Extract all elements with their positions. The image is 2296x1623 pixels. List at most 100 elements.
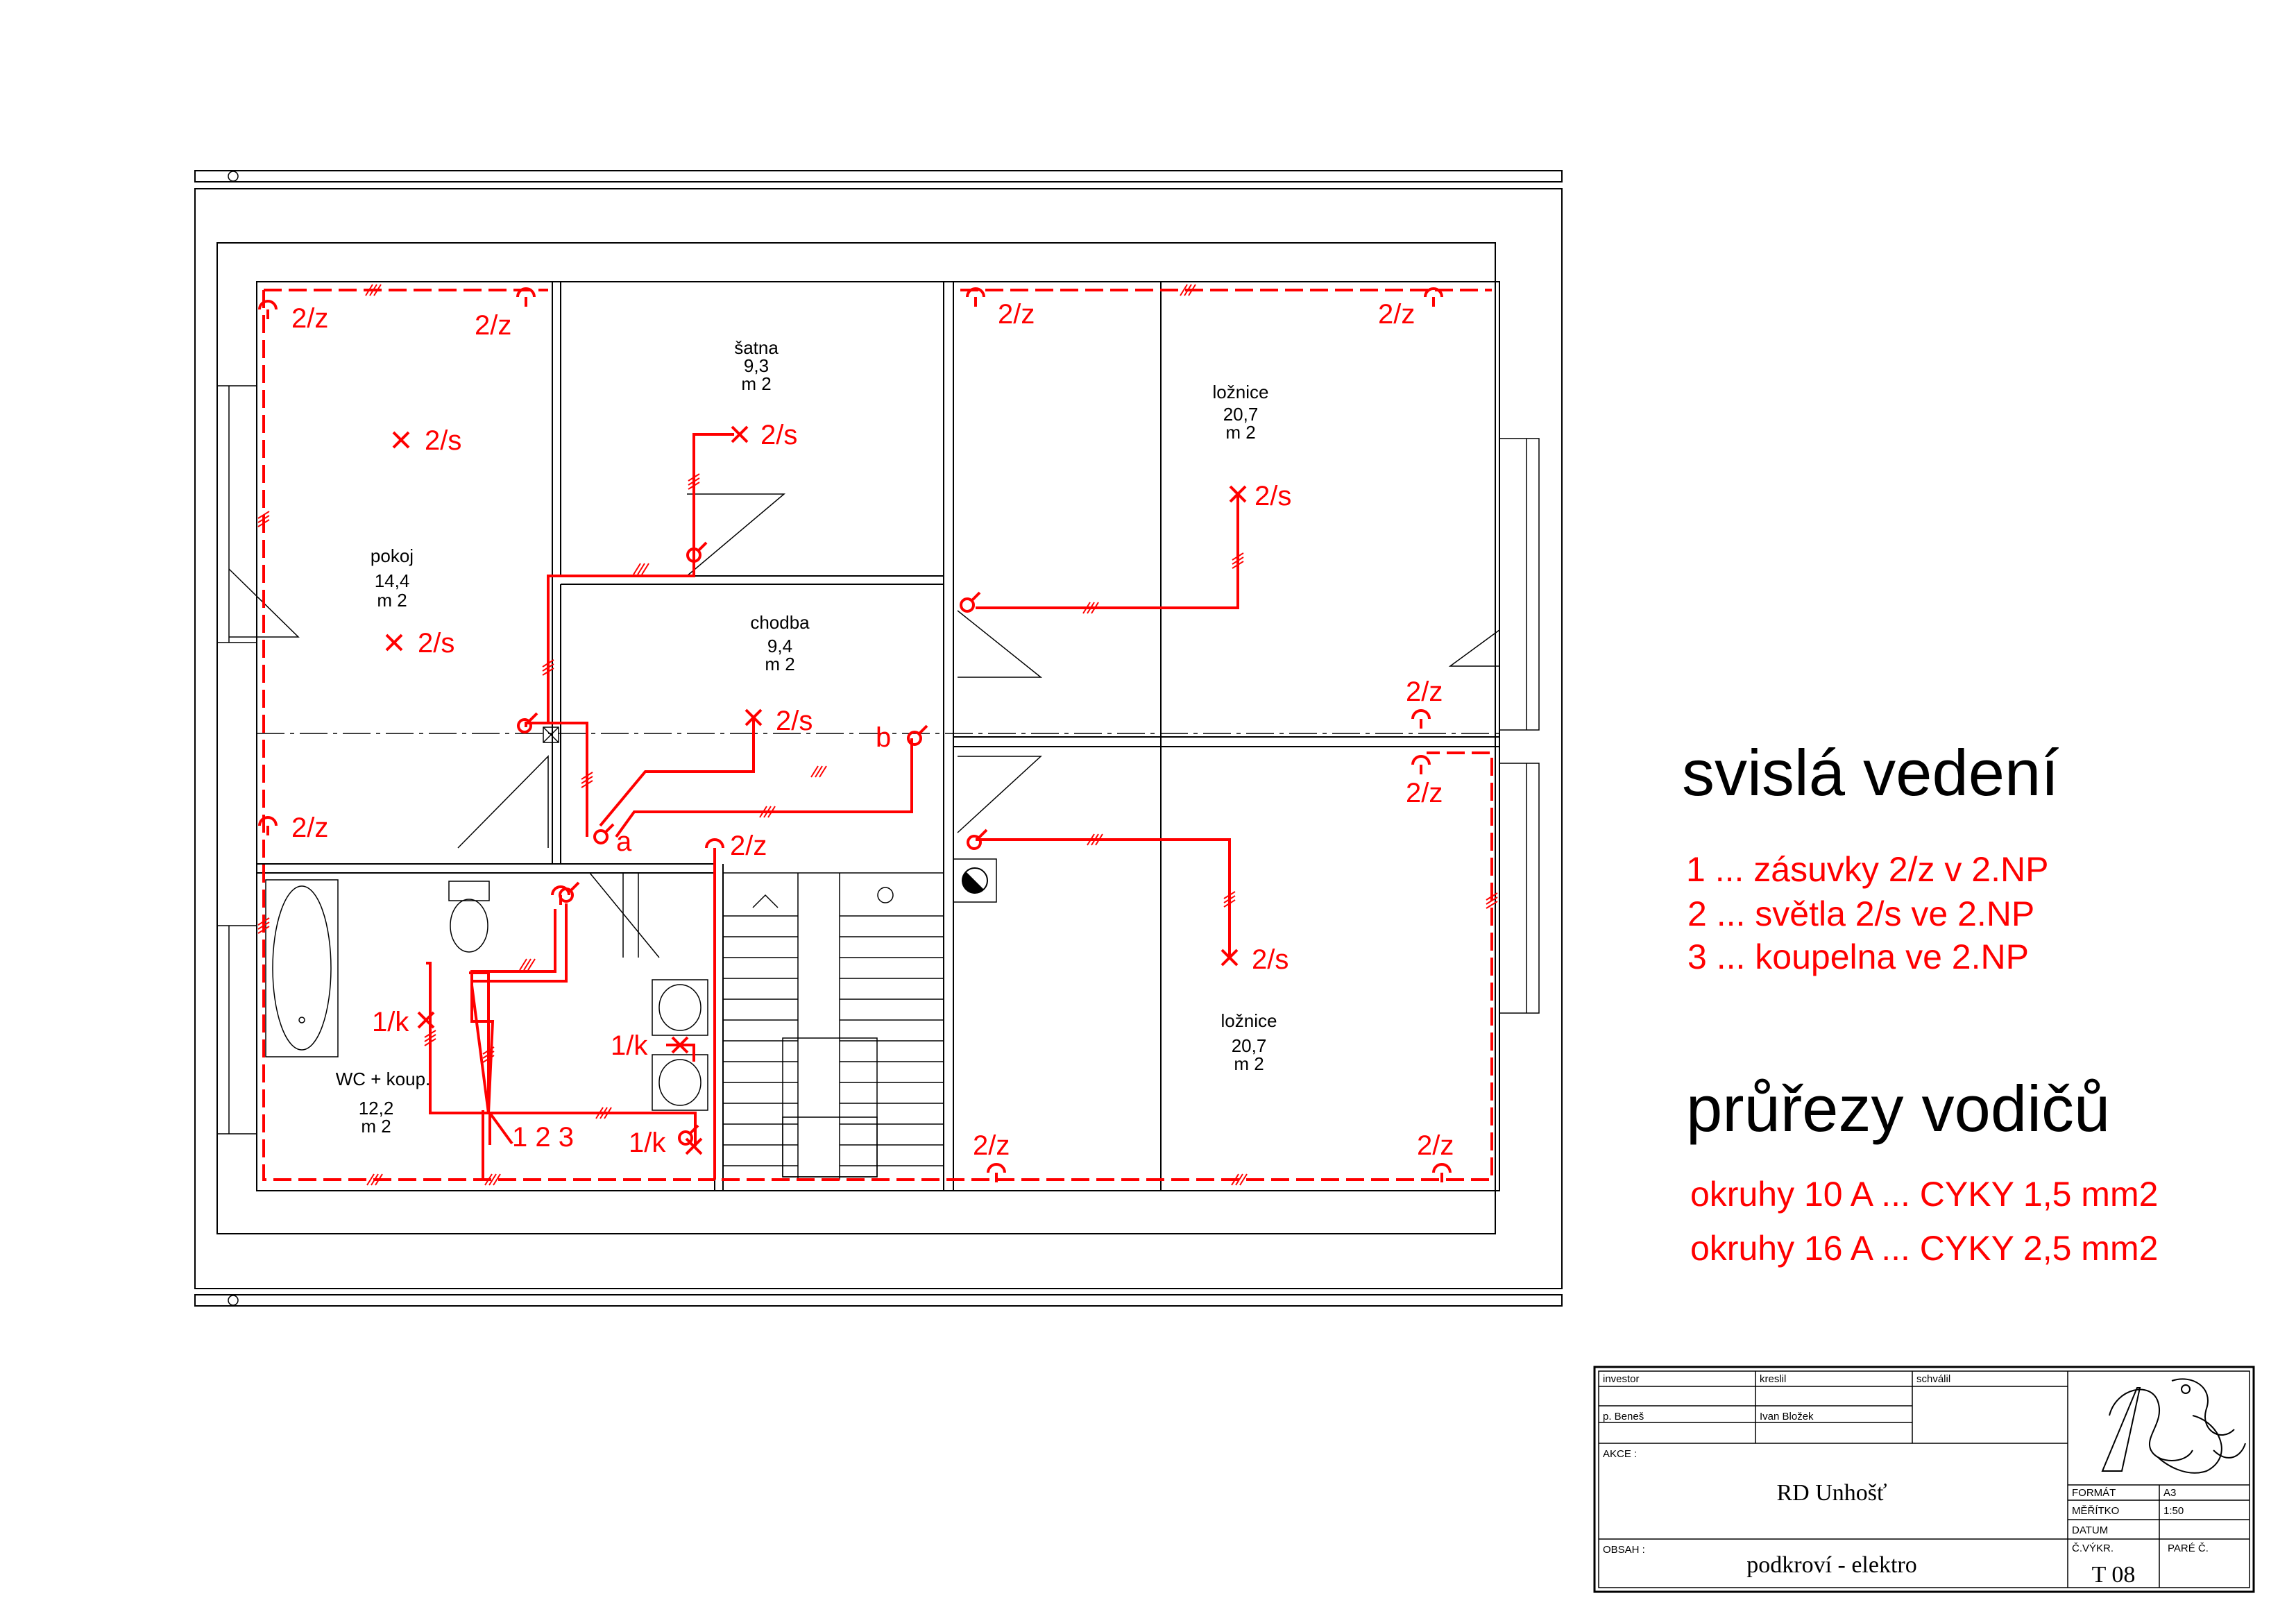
switch-icon-lever [970,591,981,602]
cable-tick [1239,1173,1248,1186]
switch-icon [960,597,975,613]
cable-tick [257,515,270,523]
cable-tick [1188,284,1196,296]
cable-tick [424,1038,436,1046]
label-light: 2/s [1252,944,1289,975]
label-risers: 1 2 3 [512,1122,574,1153]
room-area-loznice-bottom: 20,7 [1232,1035,1267,1056]
light-icon [392,431,410,449]
cable-tick [1232,556,1244,565]
cable-tick [424,1034,436,1042]
cable-tick [482,1055,495,1063]
windows [216,385,1540,1135]
cable-tick [763,806,772,818]
switch-icon [517,718,532,733]
room-unit-loznice-bottom: m 2 [1234,1053,1264,1074]
label-light: 2/s [760,420,797,450]
switch-icon-lever [569,881,580,892]
switch-icon [967,835,982,850]
cable-tick [482,1046,495,1055]
legend-vertical-title: svislá vedení [1682,736,2059,809]
cable-tick [581,780,593,788]
socket-icon [516,287,536,298]
room-labels: šatna 9,3 m 2 ložnice 20,7 m 2 pokoj 14,… [336,337,1277,1137]
tb-date-label: DATUM [2072,1524,2108,1536]
cable-tick [599,1107,608,1119]
light-icon [731,425,749,443]
cable-tick [257,926,270,934]
wiring-light-circuits [525,433,1239,958]
room-unit-pokoj: m 2 [377,590,407,611]
room-name-loznice-top: ložnice [1213,382,1269,402]
label-socket: 2/z [1417,1130,1454,1161]
switch-symbols [517,541,988,1146]
room-unit-wc: m 2 [361,1116,391,1137]
room-area-wc: 12,2 [359,1098,394,1119]
label-socket: 2/z [291,303,328,334]
tb-approved-label: schválil [1916,1373,1950,1385]
tb-drawn-value: Ivan Bložek [1760,1411,1814,1422]
label-bathroom: 1/k [372,1007,409,1037]
tb-scale-value: 1:50 [2163,1505,2184,1517]
light-icon [685,1137,703,1155]
cable-tick [688,482,700,490]
cable-tick [604,1107,612,1119]
tb-obsah-value: podkroví - elektro [1746,1552,1917,1578]
switch-icon-lever [604,823,615,834]
cable-tick [373,284,382,296]
cable-tick [523,958,532,971]
cable-tick [542,663,554,672]
switch-icon [686,547,701,563]
socket-icon [705,838,724,849]
room-unit-loznice-top: m 2 [1225,422,1255,443]
cable-tick [257,519,270,527]
light-icon [417,1011,435,1029]
socket-icon [551,885,570,896]
label-bathroom: 1/k [611,1030,648,1061]
tb-investor-label: investor [1603,1373,1640,1385]
cable-tick [488,1173,497,1186]
cable-tick [366,1173,375,1186]
room-name-pokoj: pokoj [371,545,414,566]
light-icon [1229,485,1247,503]
label-light: 2/s [425,425,461,456]
label-socket: 2/z [973,1130,1010,1161]
cable-tick [1087,602,1095,614]
label-light: 2/s [1255,481,1291,511]
switch-icon-lever [688,1124,699,1135]
room-name-wc: WC + koup. [336,1069,431,1089]
circuit-labels: 2/z 2/z 2/z 2/z 2/z 2/z 2/z 2/z 2/z 2/z … [291,299,1454,1161]
cable-tick [641,563,649,575]
room-area-satna: 9,3 [744,355,769,376]
socket-icon [258,300,278,310]
cable-tick [482,1051,495,1059]
socket-icon [966,287,985,298]
socket-icon [1432,1163,1452,1173]
title-block: investor kreslil schválil p. Beneš Ivan … [1593,1366,2255,1593]
cable-tick [581,776,593,784]
switch-icon [907,731,922,746]
room-name-satna: šatna [734,337,779,358]
label-socket: 2/z [475,310,511,341]
cable-tick [1235,1173,1243,1186]
legend-vertical-item: 2 ... světla 2/s ve 2.NP [1687,894,2035,933]
cable-tick [484,1173,493,1186]
cable-tick [257,921,270,930]
tb-format-value: A3 [2163,1487,2176,1499]
socket-icon [987,1163,1006,1173]
cable-tick [493,1173,501,1186]
light-icon [1221,949,1239,967]
cable-tick [767,806,776,818]
tb-drawn-label: kreslil [1760,1373,1786,1385]
cable-tick [633,563,641,575]
wiring-socket-circuits [262,289,1493,1181]
switch-icon [593,829,609,844]
label-switch-a: a [616,826,632,857]
cable-tick [688,473,700,482]
tb-copy-label: PARÉ Č. [2168,1543,2209,1554]
cable-tick [810,765,819,778]
switch-icon [678,1130,693,1146]
socket-symbols [258,287,1452,1182]
tb-akce-label: AKCE : [1603,1448,1637,1460]
cable-tick [1486,897,1498,905]
